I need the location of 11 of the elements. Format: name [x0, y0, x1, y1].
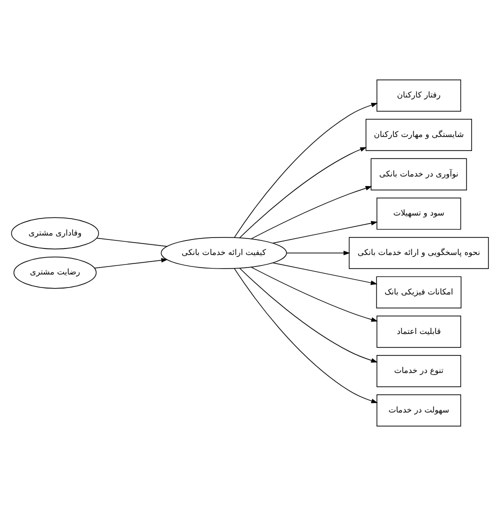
arrow: [250, 266, 378, 322]
arrow: [239, 268, 378, 363]
arrow: [234, 268, 378, 404]
arrow: [272, 262, 378, 286]
arrow: [234, 102, 378, 238]
connector: [96, 238, 168, 247]
arrow: [286, 250, 350, 256]
arrow: [94, 258, 168, 268]
arrow: [239, 147, 367, 238]
arrow: [272, 220, 378, 244]
arrow: [250, 186, 372, 240]
